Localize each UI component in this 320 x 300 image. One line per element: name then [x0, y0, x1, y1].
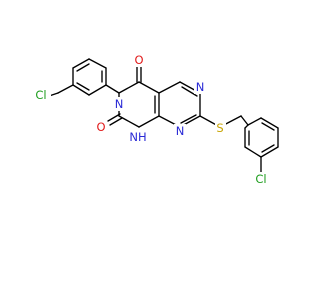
- aromatic-double-bond: [261, 144, 275, 153]
- chlorine-atom-left: Cl: [35, 88, 46, 102]
- bond: [105, 84, 120, 94]
- bond: [88, 58, 107, 69]
- aromatic-double-bond: [76, 82, 90, 91]
- oxygen-atom-2: O: [96, 120, 105, 134]
- carbonyl-bond: [107, 113, 121, 122]
- atom-labels: Cl N O O NH N N S Cl: [33, 53, 270, 186]
- bond: [88, 84, 107, 96]
- bond: [57, 84, 74, 94]
- bond: [158, 81, 181, 94]
- bond: [138, 81, 160, 94]
- molecule-structure-diagram: Cl N O O NH N N S Cl: [33, 53, 279, 186]
- bond: [240, 115, 249, 126]
- nitrogen-atom-6: N: [196, 80, 205, 94]
- bond: [244, 124, 249, 129]
- sulfur-atom: S: [216, 121, 223, 135]
- aromatic-double-bond: [261, 122, 275, 131]
- nitrogen-atom-3: N: [115, 97, 124, 111]
- nitrogen-atom-1-h: NH: [129, 130, 146, 144]
- aromatic-double-bond: [180, 114, 197, 124]
- oxygen-atom-4: O: [134, 53, 143, 67]
- bond: [260, 117, 279, 129]
- aromatic-double-bond: [76, 63, 90, 72]
- nitrogen-atom-8: N: [176, 124, 185, 138]
- bond: [247, 117, 262, 126]
- bond: [260, 146, 279, 158]
- bond: [244, 146, 262, 158]
- left-chlorophenyl-ring: [57, 58, 107, 96]
- chlorine-atom-right: Cl: [255, 172, 266, 186]
- bond: [138, 115, 160, 128]
- right-chlorophenyl-ring: [244, 117, 279, 158]
- bond: [118, 81, 140, 94]
- pyrimidine-ring: [158, 81, 201, 128]
- carbonyl-bond: [109, 117, 123, 126]
- bond: [72, 58, 90, 69]
- bond: [72, 84, 90, 96]
- aromatic-double-bond: [181, 86, 198, 97]
